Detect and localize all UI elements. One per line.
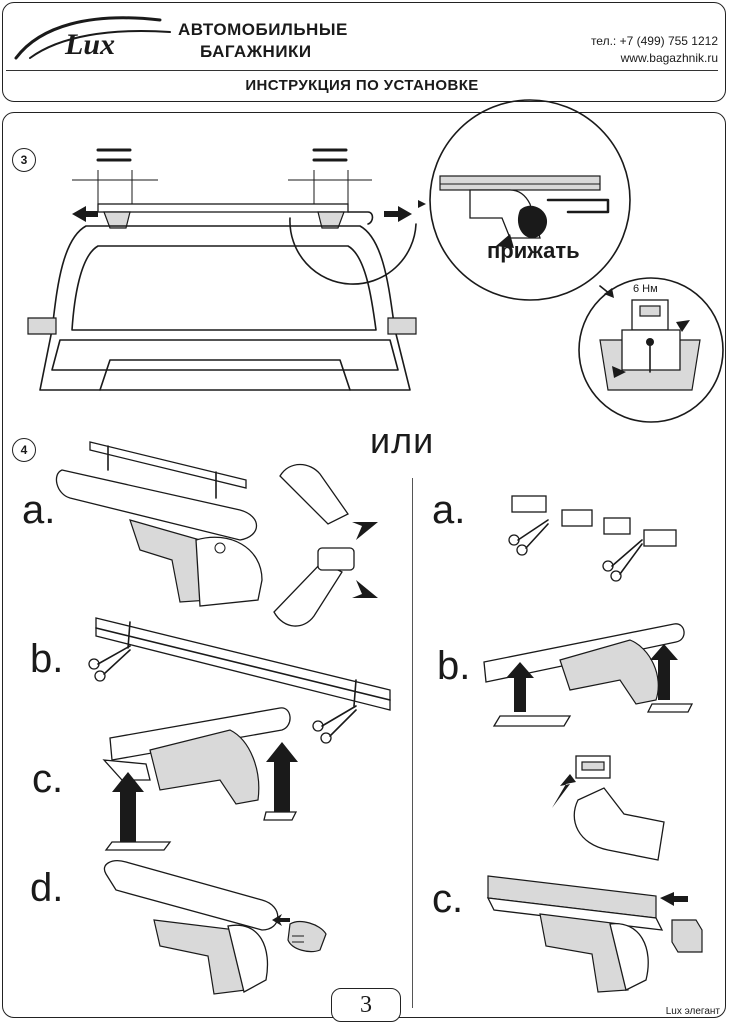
mirror-left <box>27 317 57 335</box>
arrow-push-left-icon <box>72 206 98 222</box>
left-substep-c-label: c. <box>32 757 64 801</box>
scissors-icon <box>508 519 549 556</box>
arrow-up-icon <box>506 662 534 712</box>
crossbar <box>97 203 349 213</box>
arrow-press-icon <box>552 774 576 808</box>
arrow-insert-icon <box>272 914 290 926</box>
mirror-right <box>387 317 417 335</box>
brand-line-2: БАГАЖНИКИ <box>200 42 312 61</box>
zoom-guide-arc <box>289 217 417 285</box>
arrow-push-right-icon <box>384 206 412 222</box>
document-title: ИНСТРУКЦИЯ ПО УСТАНОВКЕ <box>245 77 479 94</box>
hex-key-icon <box>347 211 374 225</box>
illustration-left-d <box>103 860 327 995</box>
arrow-down-icon <box>352 522 378 540</box>
contact-website[interactable]: www.bagazhnik.ru <box>620 51 718 65</box>
torque-label: 6 Нм <box>633 283 658 295</box>
equal-sign-right <box>312 148 348 162</box>
car-rear-window <box>71 245 377 331</box>
press-label: прижать <box>487 238 580 263</box>
right-substep-a-label: a. <box>432 488 466 532</box>
car-body-line <box>51 339 399 371</box>
footer-model-name: Lux элегант <box>665 1006 720 1017</box>
header-divider <box>6 70 718 71</box>
end-cap-icon <box>671 919 703 953</box>
arrow-up-icon <box>266 742 298 812</box>
contact-phone: тел.: +7 (499) 755 1212 <box>590 34 718 48</box>
hand-inserting-strip <box>552 755 665 861</box>
logo-text: Lux <box>64 28 115 61</box>
car-roof-outline <box>39 225 411 391</box>
illustration-right-b <box>483 623 694 727</box>
left-substep-b-label: b. <box>30 637 64 681</box>
detail-circle-large <box>429 99 631 301</box>
step-3-car-illustration <box>27 99 724 423</box>
foot-right <box>317 211 345 229</box>
left-substep-a-label: a. <box>22 488 56 532</box>
zoom-arrow-icon <box>418 200 426 208</box>
header-frame <box>2 2 726 102</box>
arrow-up-icon <box>650 644 678 700</box>
detail-circle-small <box>578 277 724 423</box>
column-divider <box>412 478 413 1008</box>
illustration-right-a <box>508 495 677 582</box>
illustration-left-c <box>102 707 298 851</box>
scissors-icon <box>602 539 643 582</box>
arrow-insert-icon <box>660 892 688 906</box>
dimension-left <box>72 170 158 205</box>
dimension-right <box>288 170 372 205</box>
arrow-press-icon <box>496 234 514 248</box>
or-label: или <box>370 420 435 461</box>
equal-sign-left <box>96 148 132 162</box>
right-substep-b-label: b. <box>437 644 471 688</box>
scissors-icon <box>312 705 357 744</box>
arrow-up-icon <box>352 580 378 598</box>
page-number: 3 <box>331 988 401 1022</box>
left-substep-d-label: d. <box>30 866 64 910</box>
gloved-hands-pulling <box>273 463 378 627</box>
lux-logo: Lux <box>14 16 171 61</box>
right-substep-c-label: c. <box>432 877 464 921</box>
step-4-number: 4 <box>12 438 36 462</box>
scissors-icon <box>88 645 131 682</box>
end-cap-icon <box>292 935 304 943</box>
illustration-right-c <box>486 875 703 993</box>
brand-line-1: АВТОМОБИЛЬНЫЕ <box>178 20 348 39</box>
illustration-left-a <box>55 441 263 607</box>
arrow-up-icon <box>112 772 144 842</box>
step-3-number: 3 <box>12 148 36 172</box>
car-trunk-line <box>99 359 351 391</box>
illustration-left-b <box>88 617 391 744</box>
foot-left <box>103 211 131 229</box>
